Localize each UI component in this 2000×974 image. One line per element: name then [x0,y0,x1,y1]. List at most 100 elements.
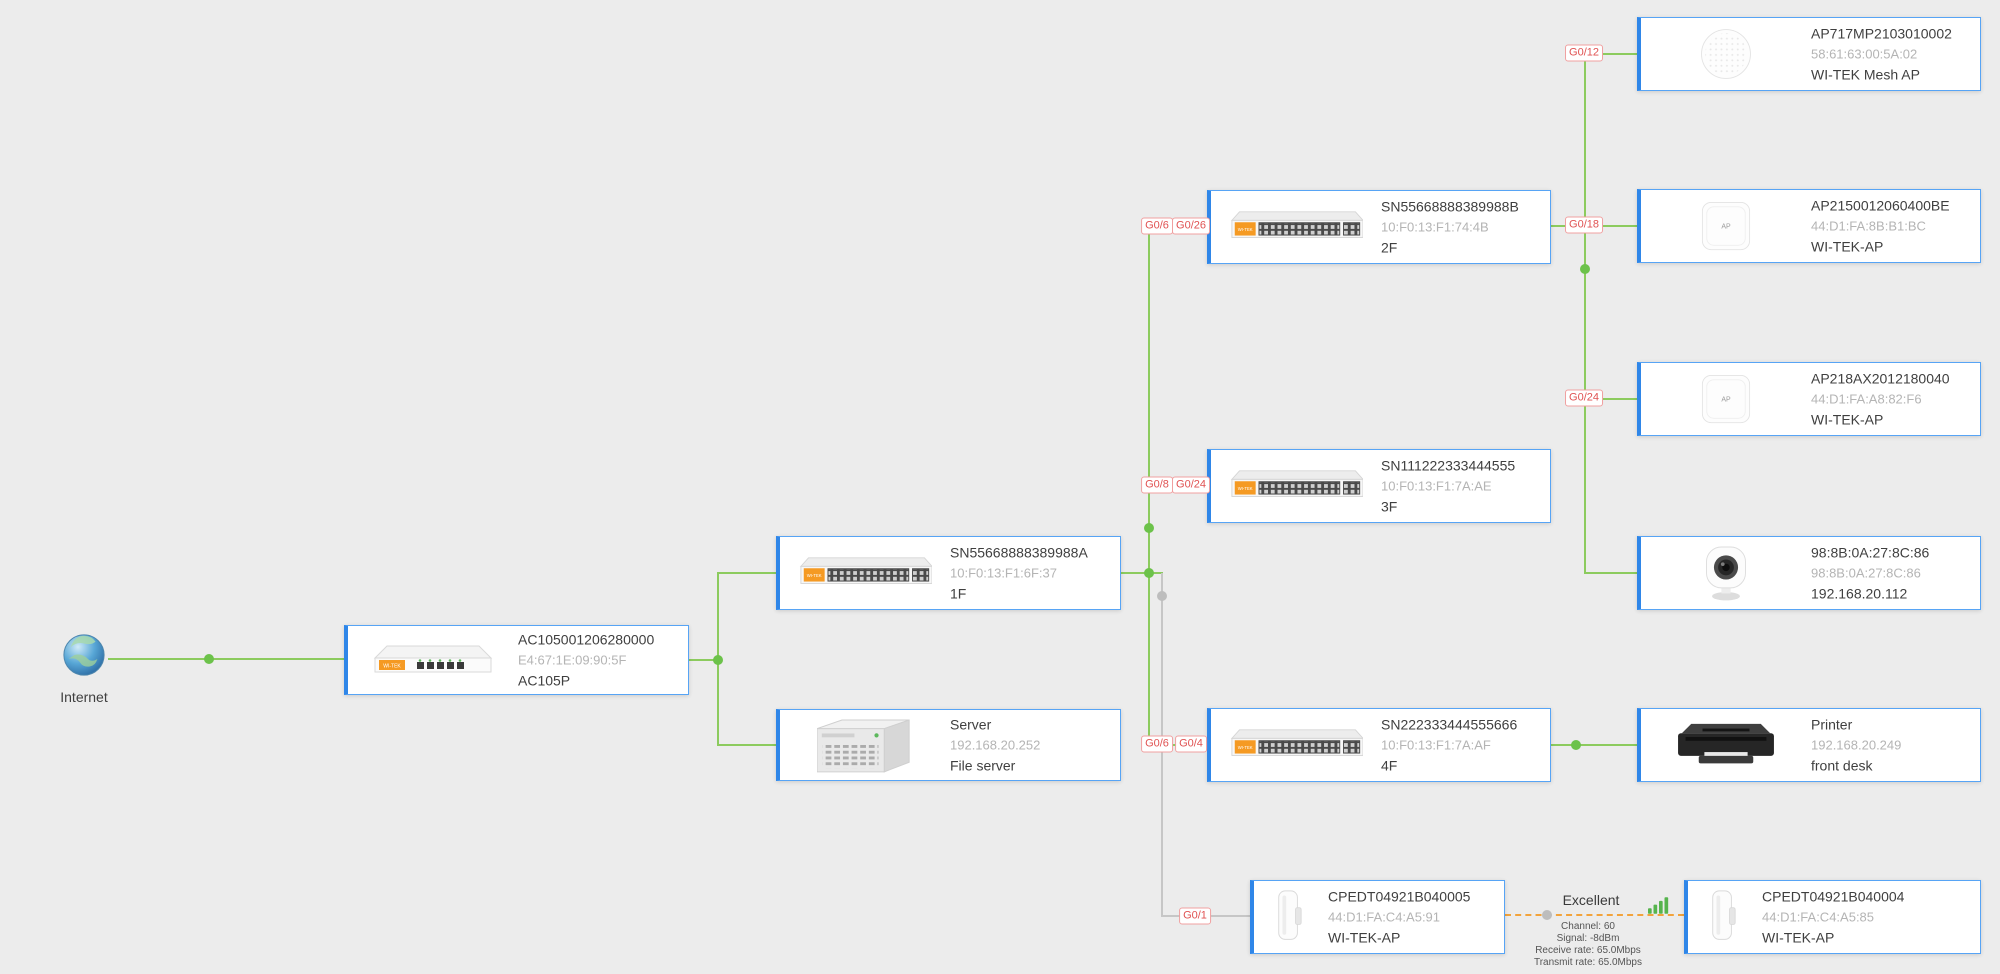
device-mac: 10:F0:13:F1:74:4B [1381,219,1489,235]
device-desc: WI-TEK-AP [1811,411,1884,428]
link-dot [204,654,214,664]
device-card-printer[interactable]: Printer 192.168.20.249 front desk [1637,708,1981,782]
device-desc: WI-TEK-AP [1762,929,1835,946]
link-dot [1580,264,1590,274]
link-dot-inactive [1542,910,1552,920]
device-card-ap218[interactable]: AP218AX2012180040 44:D1:FA:A8:82:F6 WI-T… [1637,362,1981,436]
access-point-image [1641,190,1811,262]
port-label-sw3f-port: G0/24 [1172,476,1210,494]
device-card-ac105p[interactable]: AC105001206280000 E4:67:1E:09:90:5F AC10… [344,625,689,695]
device-card-file-server[interactable]: Server 192.168.20.252 File server [776,709,1121,781]
device-mac: 98:8B:0A:27:8C:86 [1811,565,1921,581]
device-desc: File server [950,757,1016,774]
link-sw4f-printer [1551,744,1637,746]
device-mac: 10:F0:13:F1:7A:AF [1381,737,1491,753]
port-label-g0-24-right: G0/24 [1565,389,1603,407]
device-mac: E4:67:1E:09:90:5F [518,652,627,668]
device-mac: 44:D1:FA:C4:A5:91 [1328,909,1441,925]
device-mac: 10:F0:13:F1:7A:AE [1381,478,1492,494]
globe-icon [61,665,107,682]
link-dot [1144,568,1154,578]
switch-image [780,537,950,609]
device-title: AP717MP2103010002 [1811,25,1952,42]
trunk-sw2f-vertical [1584,53,1586,574]
port-label-sw2f-port: G0/26 [1172,217,1210,235]
device-desc: WI-TEK-AP [1811,238,1884,255]
device-card-ap215[interactable]: AP2150012060400BE 44:D1:FA:8B:B1:BC WI-T… [1637,189,1981,263]
internet-label: Internet [60,689,108,705]
mesh-ap-image [1641,18,1811,90]
device-title: Printer [1811,716,1853,733]
device-desc: front desk [1811,757,1873,774]
port-label-g0-1: G0/1 [1179,907,1211,925]
link-trunk-mesh [1585,53,1637,55]
link-dot-inactive [1157,591,1167,601]
device-desc: 2F [1381,239,1398,256]
device-card-switch-2f[interactable]: SN55668888389988B 10:F0:13:F1:74:4B 2F [1207,190,1551,264]
switch-image [1211,709,1381,781]
device-title: SN55668888389988A [950,544,1088,561]
device-title: SN222333444555666 [1381,716,1518,733]
cpe-image [1688,881,1758,953]
device-desc: 4F [1381,757,1398,774]
wireless-channel: Channel: 60 [1561,921,1615,932]
device-title: 98:8B:0A:27:8C:86 [1811,544,1930,561]
device-desc: 3F [1381,498,1398,515]
wireless-transmit-rate: Transmit rate: 65.0Mbps [1533,957,1642,968]
server-image [780,710,950,780]
link-trunk-ap218 [1585,398,1637,400]
link-trunk-camera [1585,572,1637,574]
wireless-quality-label: Excellent [1562,892,1620,908]
port-label-g0-18: G0/18 [1565,216,1603,234]
device-card-cpe2[interactable]: CPEDT04921B040004 44:D1:FA:C4:A5:85 WI-T… [1684,880,1981,954]
device-title: CPEDT04921B040005 [1328,888,1471,905]
port-label-sw4f-uplink: G0/6 [1141,735,1173,753]
device-desc: WI-TEK-AP [1328,929,1401,946]
wireless-link-cpe [1505,914,1684,916]
printer-image [1641,709,1811,781]
port-label-g0-12: G0/12 [1565,44,1603,62]
switch-image [1211,450,1381,522]
device-mac: 44:D1:FA:8B:B1:BC [1811,218,1926,234]
device-title: AC105001206280000 [518,631,655,648]
link-dot [1571,740,1581,750]
device-card-switch-4f[interactable]: SN222333444555666 10:F0:13:F1:7A:AF 4F [1207,708,1551,782]
link-dot [713,655,723,665]
router-image [348,626,518,694]
device-title: SN111222333444555 [1381,457,1516,474]
camera-image [1641,537,1811,609]
device-card-switch-3f[interactable]: SN111222333444555 10:F0:13:F1:7A:AE 3F [1207,449,1551,523]
device-mac: 44:D1:FA:C4:A5:85 [1762,909,1875,925]
link-junction-server [718,744,776,746]
device-mac: 10:F0:13:F1:6F:37 [950,565,1057,581]
device-desc: AC105P [518,672,571,689]
port-label-sw3f-uplink: G0/8 [1141,476,1173,494]
device-title: CPEDT04921B040004 [1762,888,1905,905]
device-card-cpe1[interactable]: CPEDT04921B040005 44:D1:FA:C4:A5:91 WI-T… [1250,880,1505,954]
device-title: Server [950,716,992,733]
device-ip: 192.168.20.249 [1811,737,1902,753]
device-card-camera[interactable]: 98:8B:0A:27:8C:86 98:8B:0A:27:8C:86 192.… [1637,536,1981,610]
link-sw1f-trunk [1121,572,1163,574]
device-ip: 192.168.20.112 [1811,585,1908,602]
device-title: AP218AX2012180040 [1811,370,1950,387]
port-label-sw2f-uplink: G0/6 [1141,217,1173,235]
device-card-mesh-ap[interactable]: AP717MP2103010002 58:61:63:00:5A:02 WI-T… [1637,17,1981,91]
switch-image [1211,191,1381,263]
link-junction-sw1f [718,572,776,574]
device-card-switch-1f[interactable]: SN55668888389988A 10:F0:13:F1:6F:37 1F [776,536,1121,610]
device-mac: 58:61:63:00:5A:02 [1811,46,1918,62]
wireless-receive-rate: Receive rate: 65.0Mbps [1535,945,1641,956]
port-label-sw4f-port: G0/4 [1175,735,1207,753]
link-ac-junction [689,659,719,661]
device-title: AP2150012060400BE [1811,197,1950,214]
access-point-image [1641,363,1811,435]
device-title: SN55668888389988B [1381,198,1519,215]
link-dot [1144,523,1154,533]
wireless-link-details: Channel: 60 Signal: -8dBm Receive rate: … [1498,921,1678,969]
cpe-image [1254,881,1324,953]
internet-node[interactable]: Internet [44,632,124,705]
device-desc: WI-TEK Mesh AP [1811,66,1920,83]
device-desc: 1F [950,585,967,602]
